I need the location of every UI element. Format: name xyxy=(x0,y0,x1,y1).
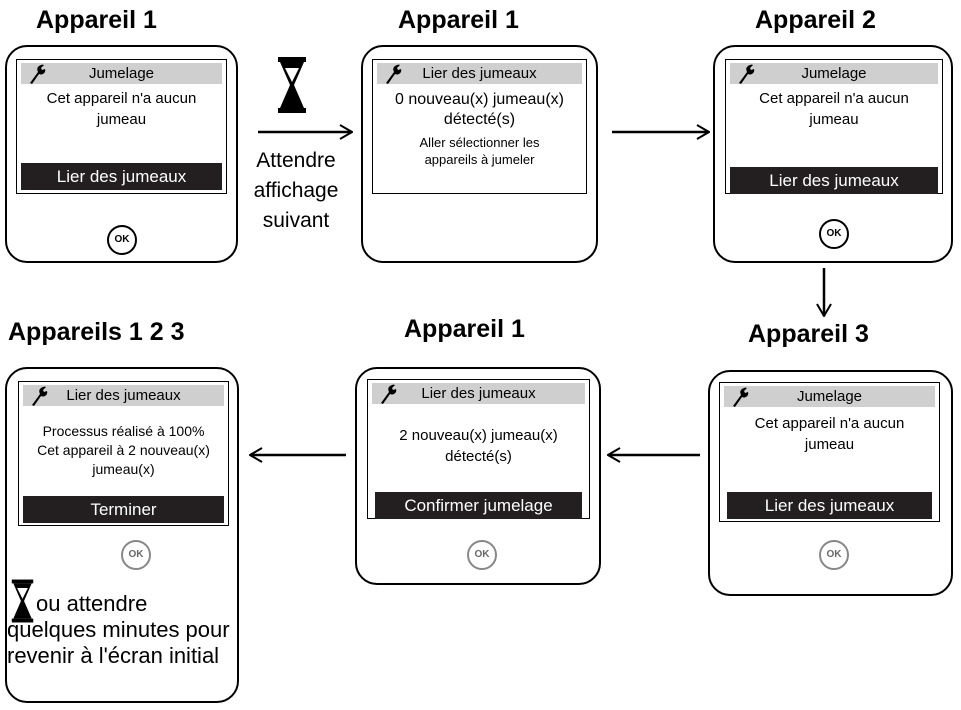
message-line: jumeau xyxy=(809,111,859,128)
step2-message: 0 nouveau(x) jumeau(x) détecté(s) xyxy=(377,90,582,130)
step2-header-label: Lier des jumeaux xyxy=(422,65,537,82)
message-line: détecté(s) xyxy=(445,448,512,465)
message-line: jumeau xyxy=(804,436,855,453)
wrench-icon xyxy=(736,64,756,84)
step6-message: Processus réalisé à 100% Cet appareil à … xyxy=(23,422,224,479)
step2-heading: Appareil 1 xyxy=(398,6,519,34)
wait-label-line: suivant xyxy=(262,209,330,232)
step4-message: Cet appareil n'a aucun jumeau xyxy=(724,413,935,455)
step2-screen-header: Lier des jumeaux xyxy=(377,63,582,84)
message-line: Cet appareil à 2 nouveau(x) xyxy=(37,442,210,458)
message-line: Cet appareil n'a aucun xyxy=(759,90,909,107)
step5-header-label: Lier des jumeaux xyxy=(421,385,536,402)
message-line: 2 nouveau(x) jumeau(x) xyxy=(399,427,558,444)
step5-message: 2 nouveau(x) jumeau(x) détecté(s) xyxy=(372,425,585,467)
step4-action-button[interactable]: Lier des jumeaux xyxy=(727,492,932,519)
step4-ok-button[interactable]: OK xyxy=(819,540,849,570)
wrench-icon xyxy=(27,64,47,84)
step1-ok-button[interactable]: OK xyxy=(107,225,137,255)
message-line: Cet appareil n'a aucun xyxy=(754,415,905,432)
step5-ok-button[interactable]: OK xyxy=(467,540,497,570)
wait-label-line: Attendre xyxy=(256,149,336,172)
message-line: détecté(s) xyxy=(443,111,516,128)
sub-line: Aller sélectionner les xyxy=(419,135,540,150)
message-line: jumeau xyxy=(96,111,147,128)
step6-header-label: Lier des jumeaux xyxy=(66,387,181,404)
step4-screen: Jumelage Cet appareil n'a aucun jumeau L… xyxy=(719,382,940,522)
step4-heading: Appareil 3 xyxy=(748,320,869,348)
step1-device: Jumelage Cet appareil n'a aucun jumeau L… xyxy=(5,45,238,263)
step5-heading: Appareil 1 xyxy=(404,315,525,343)
step2-sub-message: Aller sélectionner les appareils à jumel… xyxy=(377,134,582,168)
step3-screen-header: Jumelage xyxy=(730,63,938,84)
note-line: revenir à l'écran initial xyxy=(7,643,220,668)
step6-ok-button[interactable]: OK xyxy=(121,540,151,570)
wait-label-line: affichage xyxy=(253,179,339,202)
step6-action-button[interactable]: Terminer xyxy=(23,496,224,523)
step6-heading: Appareils 1 2 3 xyxy=(8,318,185,346)
wrench-icon xyxy=(730,387,750,407)
sub-line: appareils à jumeler xyxy=(424,152,535,167)
step4-header-label: Jumelage xyxy=(796,388,863,405)
step5-device: Lier des jumeaux 2 nouveau(x) jumeau(x) … xyxy=(355,367,601,585)
step3-ok-button[interactable]: OK xyxy=(819,219,849,249)
step3-device: Jumelage Cet appareil n'a aucun jumeau L… xyxy=(713,45,953,263)
step1-header-label: Jumelage xyxy=(88,65,155,82)
message-line: Cet appareil n'a aucun xyxy=(46,90,197,107)
step2-screen: Lier des jumeaux 0 nouveau(x) jumeau(x) … xyxy=(372,59,587,194)
wait-label: Attendre affichage suivant xyxy=(246,146,346,236)
note-line: quelques minutes pour xyxy=(7,617,230,642)
wrench-icon xyxy=(29,386,49,406)
step3-heading: Appareil 2 xyxy=(755,6,876,34)
step3-message: Cet appareil n'a aucun jumeau xyxy=(730,88,938,130)
message-line: Processus réalisé à 100% xyxy=(42,423,205,439)
final-note: ou attendre quelques minutes pour reveni… xyxy=(7,591,230,669)
step1-screen: Jumelage Cet appareil n'a aucun jumeau L… xyxy=(16,59,227,194)
step6-screen: Lier des jumeaux Processus réalisé à 100… xyxy=(18,381,229,526)
step4-screen-header: Jumelage xyxy=(724,386,935,407)
step3-header-label: Jumelage xyxy=(801,65,867,82)
step5-screen: Lier des jumeaux 2 nouveau(x) jumeau(x) … xyxy=(367,379,590,519)
message-line: 0 nouveau(x) jumeau(x) xyxy=(395,91,564,108)
step1-action-button[interactable]: Lier des jumeaux xyxy=(21,163,222,190)
step1-heading: Appareil 1 xyxy=(36,6,157,34)
step6-device: Lier des jumeaux Processus réalisé à 100… xyxy=(5,367,239,703)
step1-screen-header: Jumelage xyxy=(21,63,222,84)
step1-message: Cet appareil n'a aucun jumeau xyxy=(21,88,222,130)
step3-screen: Jumelage Cet appareil n'a aucun jumeau L… xyxy=(725,59,943,194)
step6-screen-header: Lier des jumeaux xyxy=(23,385,224,406)
note-line: ou attendre xyxy=(36,591,148,616)
step5-action-button[interactable]: Confirmer jumelage xyxy=(375,492,582,519)
wrench-icon xyxy=(383,64,403,84)
wrench-icon xyxy=(378,384,398,404)
step3-action-button[interactable]: Lier des jumeaux xyxy=(730,167,938,194)
step4-device: Jumelage Cet appareil n'a aucun jumeau L… xyxy=(708,370,953,596)
message-line: jumeau(x) xyxy=(92,461,155,477)
hourglass-icon xyxy=(277,57,307,113)
step5-screen-header: Lier des jumeaux xyxy=(372,383,585,404)
step2-device: Lier des jumeaux 0 nouveau(x) jumeau(x) … xyxy=(361,45,598,263)
